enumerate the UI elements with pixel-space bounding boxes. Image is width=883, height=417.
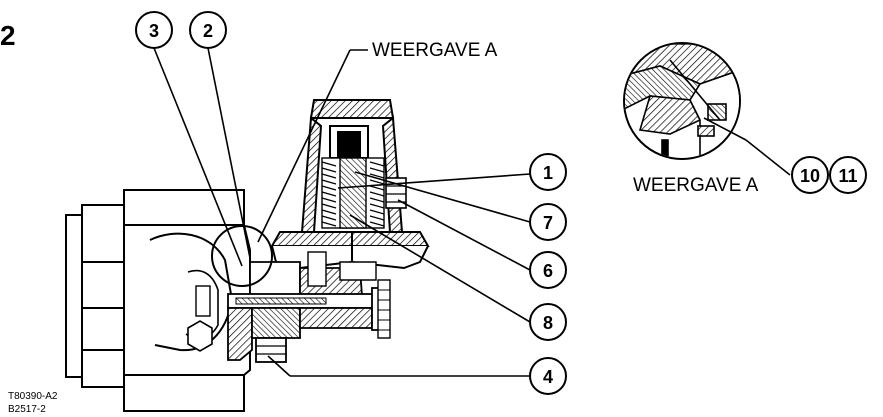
callout-4: 4 — [529, 357, 567, 395]
callout-label: 4 — [543, 367, 553, 387]
callout-label: 7 — [543, 213, 553, 233]
callout-label: 6 — [543, 261, 553, 281]
view-a-detail-label: WEERGAVE A — [633, 175, 759, 196]
figure-number: 2 — [0, 20, 16, 51]
callout-8: 8 — [529, 303, 567, 341]
callout-label: 11 — [838, 166, 857, 186]
callout-6: 6 — [529, 251, 567, 289]
view-a-circle — [211, 225, 273, 287]
regulator-housing — [270, 99, 430, 270]
detail-view — [623, 42, 741, 160]
view-a-label: WEERGAVE A — [372, 40, 498, 61]
callout-label: 1 — [543, 163, 553, 183]
valve-body — [65, 189, 251, 412]
leader-lines — [153, 47, 791, 377]
callout-3: 3 — [135, 11, 173, 49]
callout-2: 2 — [189, 11, 227, 49]
callout-11: 11 — [829, 156, 867, 194]
callout-7: 7 — [529, 203, 567, 241]
drawing-code-secondary: B2517-2 — [8, 404, 46, 415]
callout-10: 10 — [791, 156, 829, 194]
callout-label: 10 — [800, 166, 820, 186]
callout-label: 3 — [149, 21, 159, 41]
callout-label: 2 — [203, 21, 213, 41]
valve-mechanism — [227, 251, 391, 363]
callout-label: 8 — [543, 313, 553, 333]
drawing-code: T80390-A2 — [8, 391, 58, 402]
callout-1: 1 — [529, 153, 567, 191]
